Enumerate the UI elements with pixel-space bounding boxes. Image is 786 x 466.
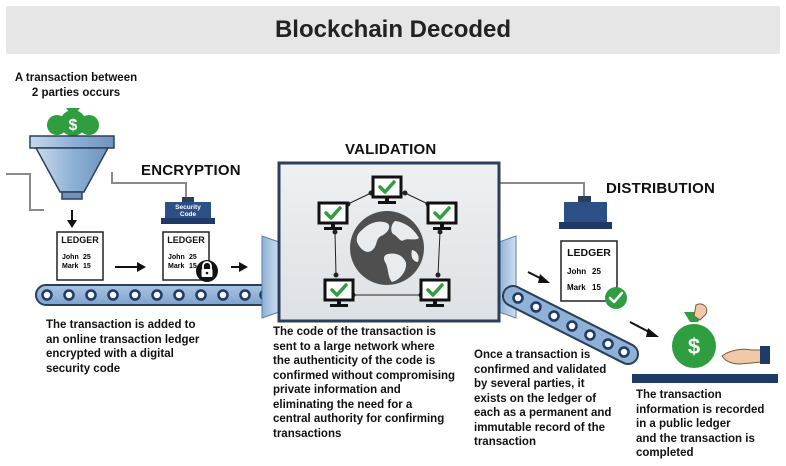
security-code-text: Security [175, 204, 201, 211]
open-hand-icon [721, 346, 770, 365]
ledger-row-value: 25 [189, 254, 197, 261]
caption-line: by several parties, it [474, 378, 585, 390]
validation-wing-left [261, 235, 280, 319]
caption-line: transaction [474, 436, 536, 448]
ledger-row-name: John [567, 267, 586, 276]
caption-line: Once a transaction is [474, 349, 591, 361]
money-symbol: $ [688, 334, 700, 359]
page-title: Blockchain Decoded [274, 16, 512, 43]
ledger-row-value: 25 [83, 254, 91, 261]
ledger-row-value: 15 [592, 283, 601, 292]
caption-line: The code of the transaction is [273, 326, 436, 338]
caption-line: exists on the ledger of [474, 392, 597, 405]
ledger-row-name: John [62, 254, 79, 261]
ledger-row-value: 15 [83, 263, 91, 270]
security-stamp-icon: Security Code [161, 197, 215, 224]
arrow-icon [629, 321, 659, 337]
arrow-icon [115, 262, 146, 272]
ledger-row-name: Mark [62, 263, 78, 270]
conveyor-belt-icon [35, 284, 277, 306]
caption-line: the authenticity of the code is [273, 355, 436, 367]
caption-line: encrypted with a digital [46, 348, 174, 360]
distribution-stamp-icon [559, 196, 612, 229]
caption-line: and the transaction is [636, 432, 755, 445]
caption-line: information is recorded [636, 403, 765, 416]
caption-recorded: The transaction information is recorded … [636, 388, 784, 461]
ledger-label: LEDGER [567, 247, 611, 259]
lock-icon [196, 260, 218, 282]
caption-transaction-occurs: A transaction between 2 parties occurs [14, 71, 138, 100]
money-bags-icon: $ [47, 108, 99, 136]
arrow-icon [231, 262, 248, 272]
ledger-icon: LEDGER John 25 Mark 15 [56, 231, 104, 281]
conveyor-belt-icon [502, 285, 639, 365]
caption-line: an online transaction ledger [46, 333, 200, 346]
caption-line: private information and [273, 384, 401, 396]
arrow-icon [527, 271, 550, 283]
caption-line: each as a permanent and [474, 407, 612, 419]
caption-line: central authority for confirming [273, 413, 445, 425]
security-code-text: Code [180, 211, 197, 218]
caption-line: sent to a large network where [273, 340, 435, 353]
caption-line: A transaction between [14, 72, 138, 84]
check-badge-icon [605, 287, 627, 309]
caption-line: confirmed and validated [474, 363, 607, 376]
ledger-label: LEDGER [61, 235, 99, 245]
pipes [6, 172, 585, 211]
caption-code-sent: The code of the transaction is sent to a… [273, 325, 483, 441]
caption-confirmed: Once a transaction is confirmed and vali… [474, 348, 634, 450]
ledger-row-name: Mark [567, 283, 586, 292]
caption-line: immutable record of the [474, 421, 605, 434]
arrow-icon [67, 210, 77, 228]
globe-icon [350, 211, 424, 285]
caption-line: completed [636, 447, 694, 459]
heading-validation: VALIDATION [345, 141, 437, 158]
heading-encryption: ENCRYPTION [141, 162, 241, 179]
ledger-row-value: 15 [189, 263, 197, 270]
caption-line: 2 parties occurs [31, 86, 121, 99]
ledger-row-value: 25 [592, 267, 601, 276]
caption-line: eliminating the need for a [273, 398, 413, 411]
money-symbol: $ [69, 117, 78, 134]
caption-line: The transaction is added to [46, 319, 196, 331]
money-bag-icon: $ [672, 303, 716, 368]
caption-line: The transaction [636, 389, 722, 401]
caption-added-to-ledger: The transaction is added to an online tr… [46, 318, 256, 376]
caption-line: security code [46, 362, 121, 375]
title-banner: Blockchain Decoded [6, 6, 780, 54]
ledger-row-name: Mark [168, 263, 184, 270]
caption-line: confirmed without compromising [273, 369, 456, 382]
caption-line: transactions [273, 427, 342, 440]
ledger-row-name: John [168, 254, 185, 261]
funnel-icon [29, 135, 115, 200]
caption-line: in a public ledger [636, 418, 731, 430]
platform [632, 374, 778, 383]
heading-distribution: DISTRIBUTION [606, 180, 716, 197]
ledger-label: LEDGER [167, 235, 205, 245]
